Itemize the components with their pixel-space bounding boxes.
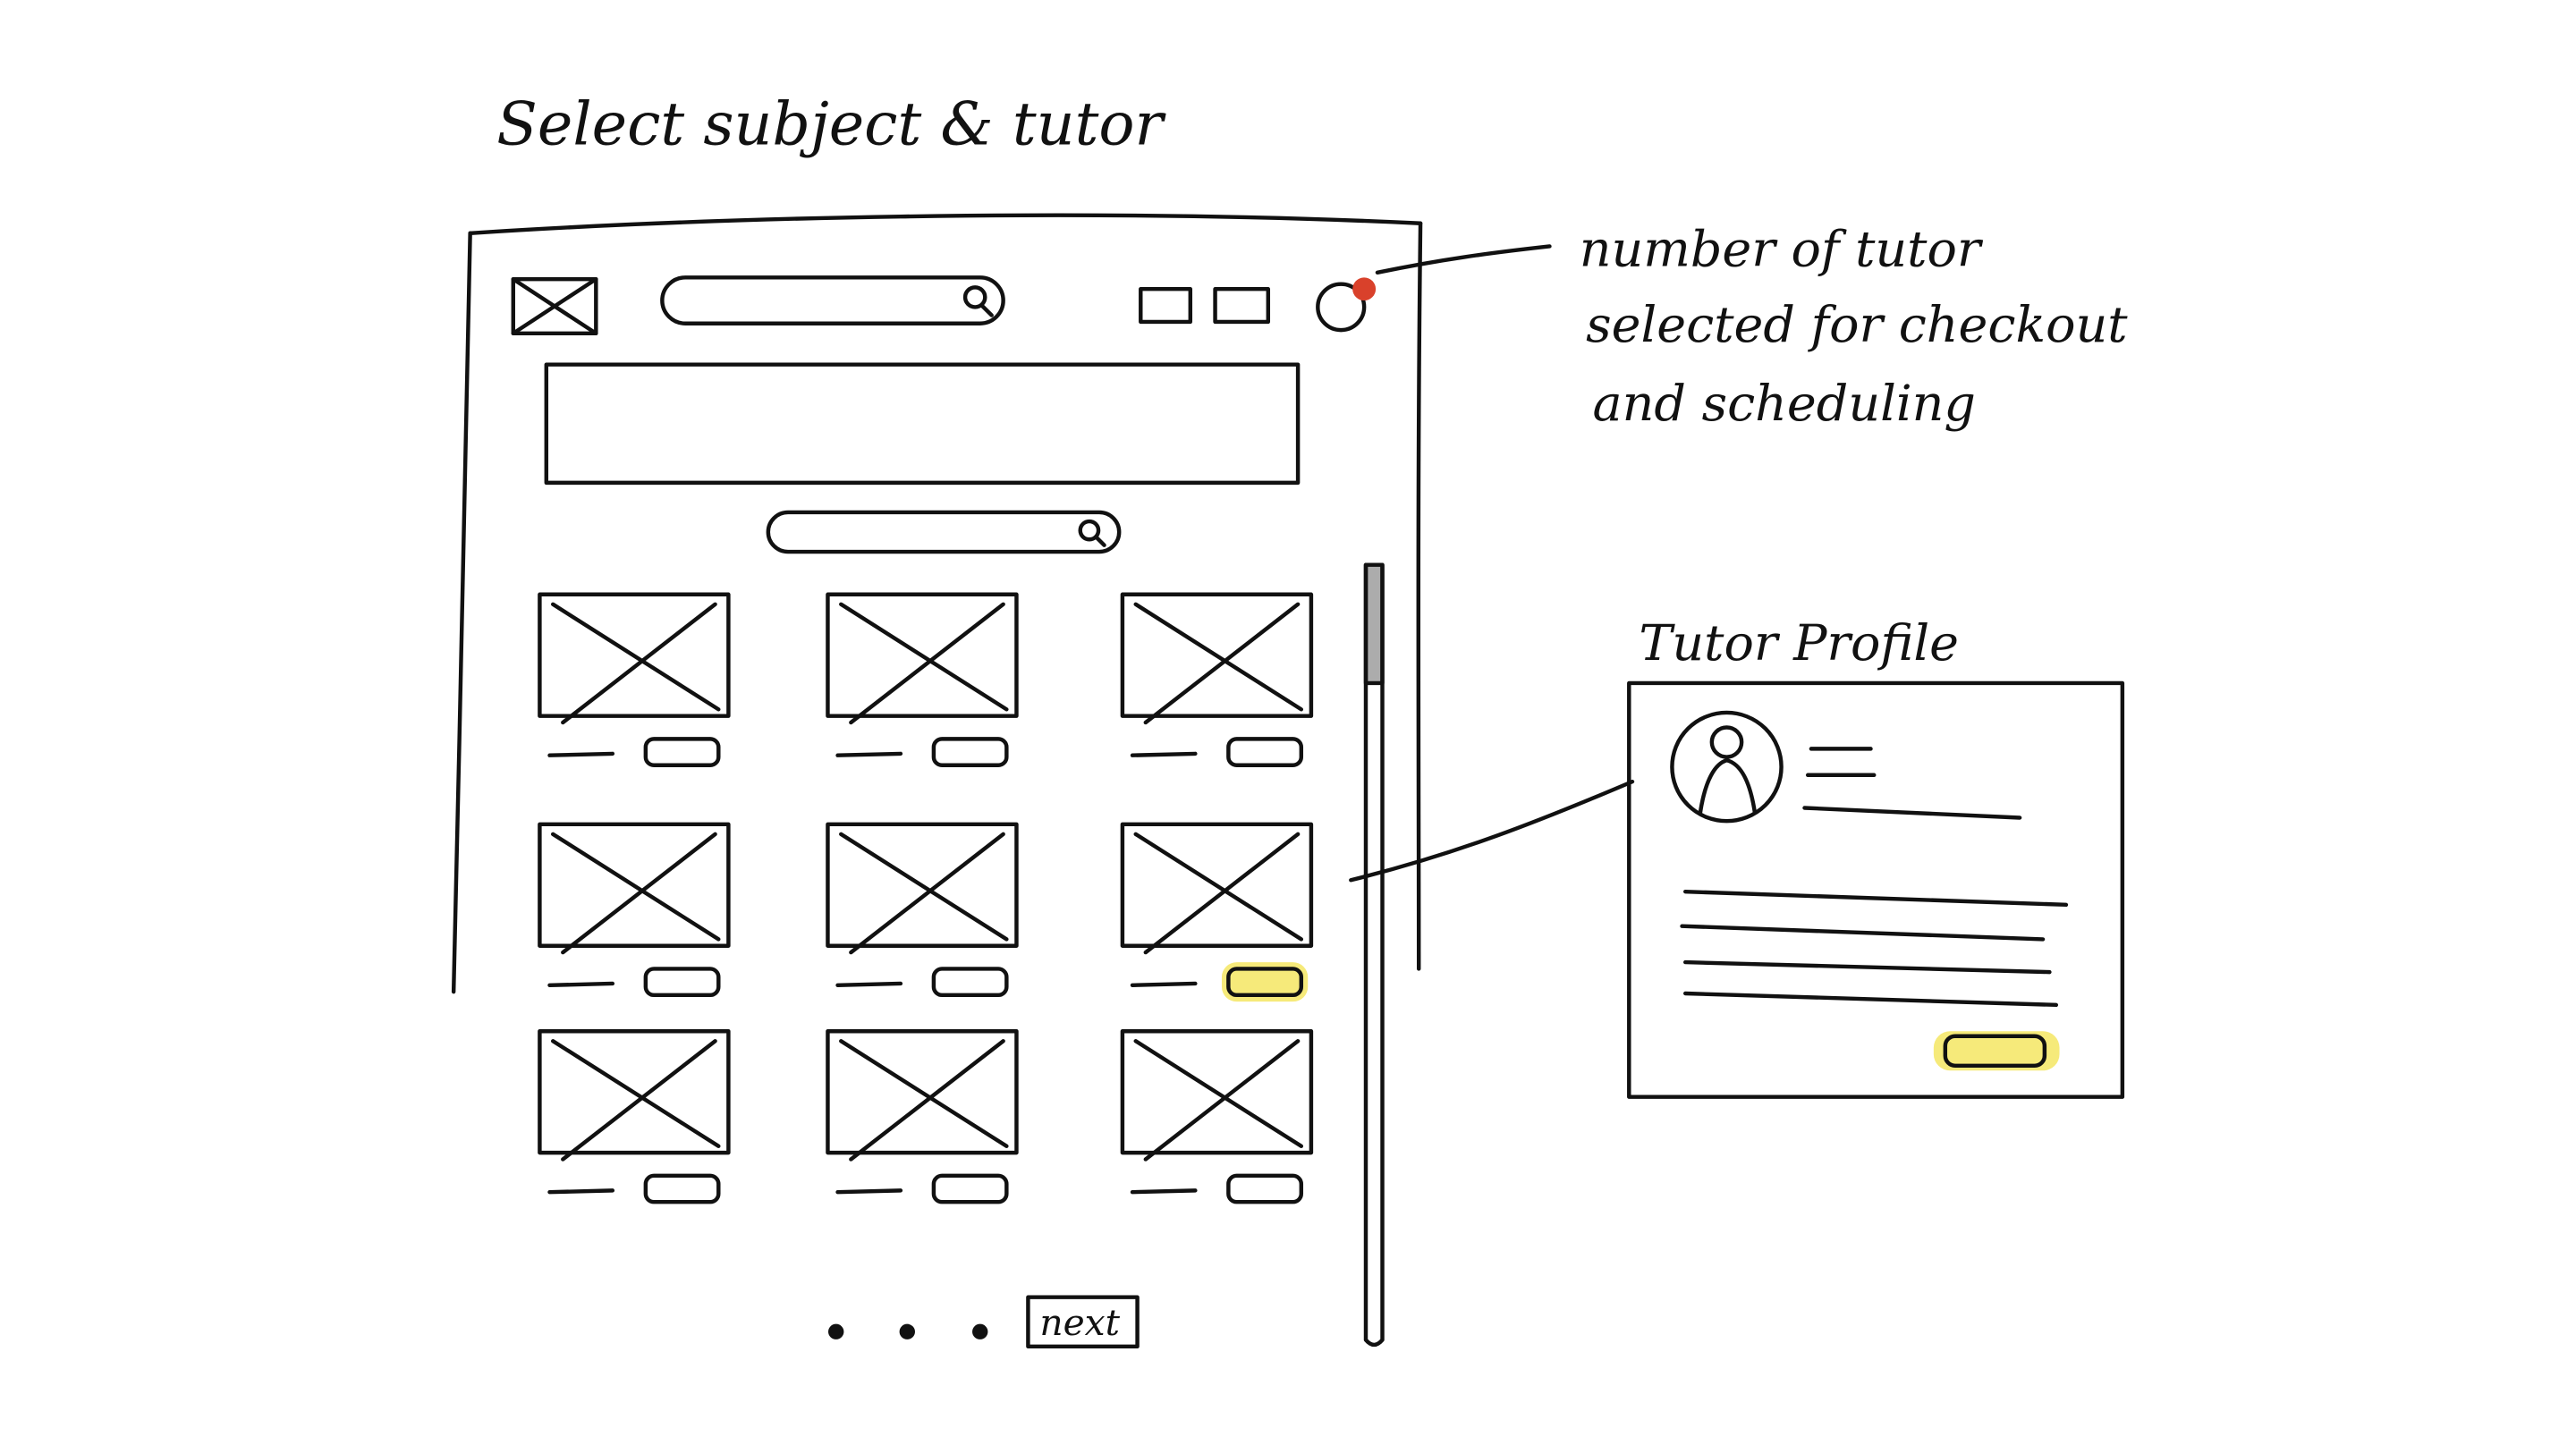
select-tutor-button[interactable] xyxy=(931,737,1009,767)
select-tutor-button[interactable] xyxy=(1221,962,1309,1002)
next-button-label: next xyxy=(1039,1301,1120,1344)
tutor-name-line xyxy=(547,751,615,757)
cart-count-badge xyxy=(1352,277,1377,301)
profile-bio-line xyxy=(1682,959,2052,975)
pagination-dot[interactable] xyxy=(828,1323,844,1339)
image-placeholder-icon xyxy=(538,592,731,725)
cart-icon[interactable] xyxy=(1316,282,1367,333)
tutor-card[interactable] xyxy=(538,592,731,767)
select-tutor-button[interactable] xyxy=(1226,737,1304,767)
image-placeholder-icon xyxy=(1120,822,1314,955)
tutor-card[interactable] xyxy=(826,592,1019,767)
tutor-name-line xyxy=(1130,981,1198,988)
profile-action-button[interactable] xyxy=(1933,1031,2060,1071)
image-placeholder-icon xyxy=(826,592,1019,725)
badge-note-line-1: number of tutor xyxy=(1580,222,1984,279)
tutor-name-line xyxy=(1130,751,1198,757)
tutor-card[interactable] xyxy=(1120,822,1314,1002)
badge-callout-line xyxy=(1375,244,1552,275)
image-placeholder-icon xyxy=(1120,592,1314,725)
tutor-card[interactable] xyxy=(538,1029,731,1204)
pagination-dot[interactable] xyxy=(899,1323,915,1339)
select-tutor-button[interactable] xyxy=(931,967,1009,998)
select-tutor-button[interactable] xyxy=(1226,1173,1304,1204)
select-tutor-button[interactable] xyxy=(643,1173,721,1204)
tutor-card[interactable] xyxy=(538,822,731,998)
nav-button-1[interactable] xyxy=(1139,286,1193,325)
badge-note-line-3: and scheduling xyxy=(1593,376,1976,433)
scrollbar-thumb[interactable] xyxy=(1363,562,1385,686)
profile-bio-line xyxy=(1680,924,2046,942)
scrollbar[interactable] xyxy=(1363,562,1385,1348)
tutor-name-line xyxy=(835,1188,903,1195)
subject-search-bar[interactable] xyxy=(766,510,1122,554)
search-icon xyxy=(962,285,994,317)
tutor-name-line xyxy=(1130,1188,1198,1195)
image-placeholder-icon xyxy=(538,822,731,955)
tutor-grid xyxy=(538,592,1314,1204)
select-tutor-button[interactable] xyxy=(643,967,721,998)
search-icon xyxy=(1078,519,1106,547)
image-placeholder-icon xyxy=(1120,1029,1314,1162)
tutor-card[interactable] xyxy=(1120,1029,1314,1204)
person-avatar-icon xyxy=(1670,710,1784,824)
tutor-name-line xyxy=(835,751,903,757)
image-placeholder-icon xyxy=(826,822,1019,955)
badge-note-line-2: selected for checkout xyxy=(1586,297,2128,354)
tutor-profile-card xyxy=(1627,680,2125,1099)
profile-bio-line xyxy=(1682,889,2069,908)
nav-button-2[interactable] xyxy=(1213,286,1271,325)
hero-banner xyxy=(544,362,1301,486)
logo-placeholder[interactable] xyxy=(511,276,598,335)
image-placeholder-icon xyxy=(826,1029,1019,1162)
profile-bio-line xyxy=(1682,991,2059,1008)
tutor-name-line xyxy=(835,981,903,988)
tutor-card[interactable] xyxy=(1120,592,1314,767)
select-tutor-button[interactable] xyxy=(643,737,721,767)
page-title: Select subject & tutor xyxy=(496,89,1165,159)
pagination-dot[interactable] xyxy=(972,1323,988,1339)
tutor-name-line xyxy=(547,981,615,988)
screen-frame xyxy=(451,213,1423,994)
tutor-name-line xyxy=(547,1188,615,1195)
pagination-dots xyxy=(828,1323,988,1339)
profile-label: Tutor Profile xyxy=(1639,615,1959,672)
tutor-card[interactable] xyxy=(826,822,1019,998)
tutor-card[interactable] xyxy=(826,1029,1019,1204)
top-search-bar[interactable] xyxy=(660,275,1005,325)
profile-callout-line xyxy=(1349,779,1635,883)
profile-detail-line xyxy=(1802,806,2022,820)
image-placeholder-icon xyxy=(538,1029,731,1162)
next-button[interactable]: next xyxy=(1026,1295,1140,1349)
select-tutor-button[interactable] xyxy=(931,1173,1009,1204)
